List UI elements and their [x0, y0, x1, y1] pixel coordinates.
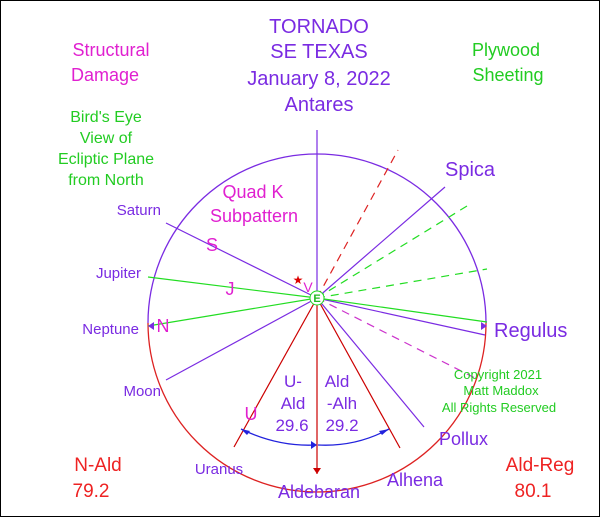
line-pollux	[316, 297, 425, 428]
copyright-line-3: All Rights Reserved	[442, 400, 556, 415]
label-moon: Moon	[123, 383, 161, 400]
line-regulus-green	[316, 297, 488, 323]
arrow-center	[311, 441, 317, 449]
pattern-label-line-2: Subpattern	[210, 206, 298, 226]
line-regulus	[316, 297, 486, 336]
arc-ald-alh-line-1: Ald	[325, 372, 350, 391]
label-neptune: Neptune	[82, 321, 139, 338]
left-note-line-2: Damage	[71, 65, 139, 85]
n-ald-label: N-Ald	[74, 455, 122, 476]
arc-u-ald-line-1: U-	[284, 372, 302, 391]
label-spica: Spica	[445, 159, 496, 181]
line-moon	[165, 297, 318, 381]
arrow-neptune	[148, 322, 154, 330]
line-saturn	[165, 222, 318, 299]
label-jupiter: Jupiter	[96, 265, 141, 282]
marker-n: N	[157, 316, 170, 336]
marker-v: V	[303, 279, 313, 295]
line-spica	[316, 186, 446, 299]
view-note-line-3: Ecliptic Plane	[58, 151, 154, 168]
label-uranus: Uranus	[195, 461, 243, 478]
dashed-line-red	[316, 149, 399, 299]
marker-j: J	[226, 279, 235, 299]
right-note-line-2: Sheeting	[472, 65, 543, 85]
label-aldebaran: Aldebaran	[278, 482, 360, 502]
arrow-ald-alh-right	[379, 429, 389, 435]
marker-s: S	[206, 235, 218, 255]
title-line-1: TORNADO	[269, 16, 369, 38]
label-pollux: Pollux	[439, 429, 488, 449]
copyright-line-1: Copyright 2021	[454, 367, 542, 382]
dashed-line-green-upper	[316, 205, 468, 299]
marker-u: U	[245, 404, 258, 424]
pattern-label-line-1: Quad K	[222, 182, 283, 202]
arc-ald-alh-line-2: -Alh	[327, 394, 357, 413]
arc-u-ald-line-2: Ald	[281, 394, 306, 413]
label-regulus: Regulus	[494, 320, 567, 342]
title-line-3: January 8, 2022	[247, 68, 390, 90]
left-note-line-1: Structural	[72, 40, 149, 60]
dashed-line-green-lower	[316, 268, 488, 299]
arc-u-ald-value: 29.6	[275, 416, 308, 435]
line-jupiter	[147, 276, 318, 299]
arrow-aldebaran	[313, 468, 321, 474]
circle-lower-arc	[147, 322, 487, 493]
view-note-line-4: from North	[68, 172, 144, 189]
arrow-u-ald-left	[241, 429, 250, 435]
center-circle	[309, 290, 325, 306]
right-note-line-1: Plywood	[472, 40, 540, 60]
label-alhena: Alhena	[387, 470, 444, 490]
marker-e: E	[313, 293, 320, 305]
line-uranus	[233, 297, 318, 448]
view-note-line-2: View of	[80, 130, 133, 147]
title-line-4: Antares	[285, 94, 354, 116]
title-line-2: SE TEXAS	[270, 41, 367, 63]
arc-ald-alh-value: 29.2	[325, 416, 358, 435]
view-note-line-1: Bird's Eye	[70, 109, 142, 126]
dashed-line-magenta	[316, 297, 478, 380]
ald-reg-value: 80.1	[515, 481, 552, 502]
copyright-line-2: Matt Maddox	[463, 383, 539, 398]
n-ald-value: 79.2	[73, 481, 110, 502]
line-neptune	[147, 297, 318, 327]
star-icon: ★	[293, 273, 304, 287]
ald-reg-label: Ald-Reg	[506, 455, 575, 476]
arrow-regulus	[481, 322, 487, 330]
label-saturn: Saturn	[117, 202, 161, 219]
line-alhena	[316, 297, 401, 449]
